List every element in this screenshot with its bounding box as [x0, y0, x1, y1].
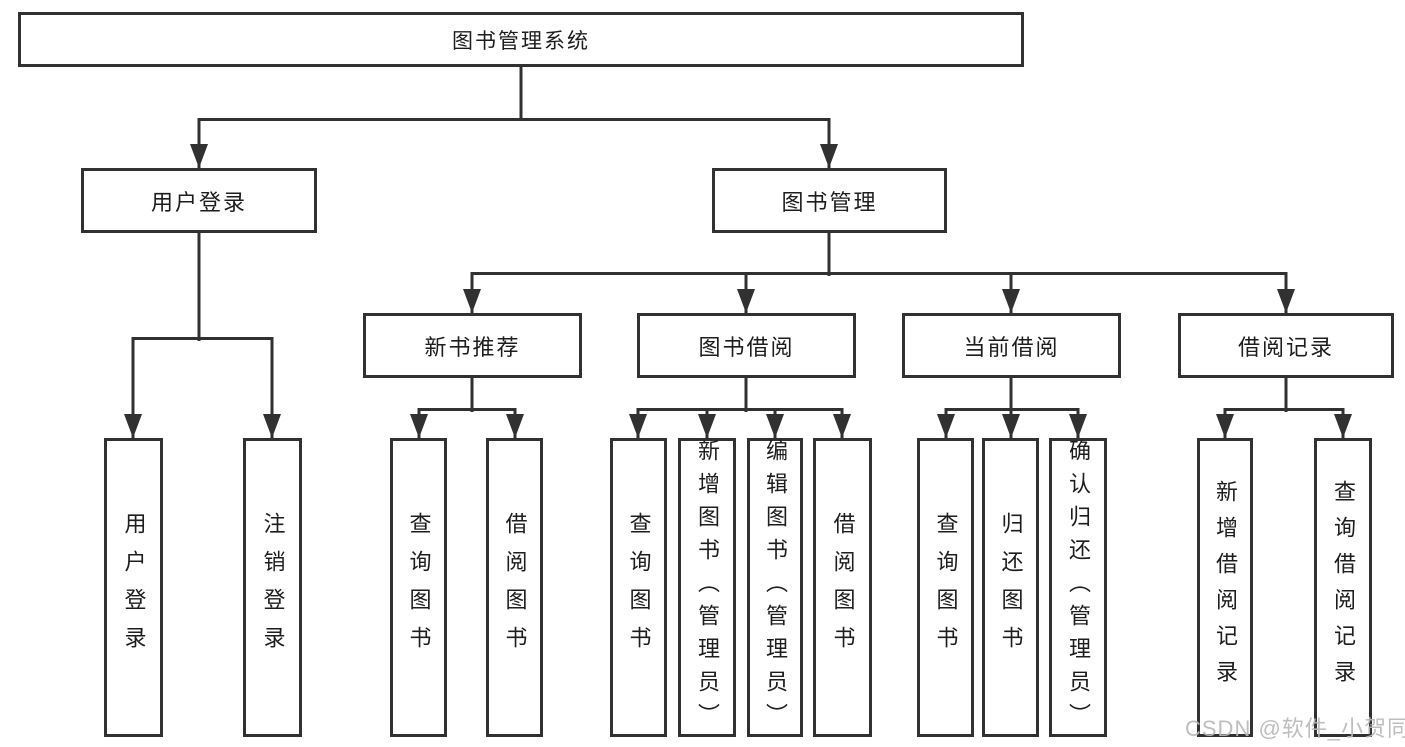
arrow-down-icon: [698, 414, 716, 438]
leaf-edit-books-admin: 编辑图书（管理员）: [747, 438, 803, 737]
node-label: 用户登录: [121, 511, 147, 664]
leaf-add-borrow-record: 新增借阅记录: [1197, 438, 1253, 737]
node-label: 确认归还（管理员）: [1066, 439, 1091, 736]
arrow-down-icon: [463, 289, 481, 313]
arrow-down-icon: [506, 414, 524, 438]
node-label: 图书管理系统: [452, 29, 590, 53]
node-new-book-recommend: 新书推荐: [363, 313, 582, 378]
node-label: 编辑图书（管理员）: [763, 439, 788, 736]
node-label: 新书推荐: [424, 334, 521, 360]
node-borrowing-records: 借阅记录: [1178, 313, 1394, 378]
node-library-management-system: 图书管理系统: [18, 12, 1024, 67]
arrow-down-icon: [1277, 289, 1295, 313]
arrow-down-icon: [766, 414, 784, 438]
leaf-borrow-books: 借阅图书: [813, 438, 872, 737]
node-label: 图书管理: [781, 189, 878, 215]
leaf-borrow-books-recommend: 借阅图书: [486, 438, 543, 737]
node-label: 新增借阅记录: [1213, 479, 1238, 696]
leaf-add-books-admin: 新增图书（管理员）: [678, 438, 736, 737]
node-label: 借阅记录: [1237, 334, 1334, 360]
arrow-down-icon: [1002, 289, 1020, 313]
arrow-down-icon: [263, 414, 281, 438]
arrow-down-icon: [1069, 414, 1087, 438]
arrow-down-icon: [1334, 414, 1352, 438]
node-label: 用户登录: [150, 189, 247, 215]
leaf-logout: 注销登录: [243, 438, 302, 737]
arrow-down-icon: [1002, 414, 1020, 438]
watermark: CSDN @软件_小贺同学: [1185, 716, 1405, 741]
arrow-down-icon: [629, 414, 647, 438]
node-label: 借阅图书: [502, 511, 528, 664]
node-label: 新增图书（管理员）: [695, 439, 720, 736]
leaf-confirm-return-admin: 确认归还（管理员）: [1049, 438, 1107, 737]
node-current-borrowing: 当前借阅: [902, 313, 1121, 378]
arrow-down-icon: [410, 414, 428, 438]
arrow-down-icon: [124, 414, 142, 438]
node-label: 借阅图书: [830, 511, 856, 664]
arrow-down-icon: [737, 289, 755, 313]
leaf-return-books: 归还图书: [982, 438, 1039, 737]
leaf-query-borrow-record: 查询借阅记录: [1314, 438, 1372, 737]
node-label: 图书借阅: [698, 334, 795, 360]
arrow-down-icon: [190, 144, 208, 168]
arrow-down-icon: [937, 414, 955, 438]
leaf-query-books-borrowing: 查询图书: [610, 438, 667, 737]
arrow-down-icon: [833, 414, 851, 438]
node-label: 查询借阅记录: [1331, 479, 1356, 696]
arrow-down-icon: [1216, 414, 1234, 438]
node-user-login: 用户登录: [81, 168, 317, 233]
node-book-management: 图书管理: [712, 168, 947, 233]
node-label: 查询图书: [406, 511, 432, 664]
node-label: 当前借阅: [963, 334, 1060, 360]
leaf-query-books-current: 查询图书: [917, 438, 974, 737]
node-label: 注销登录: [260, 511, 286, 664]
node-label: 归还图书: [998, 511, 1024, 664]
arrow-down-icon: [820, 144, 838, 168]
leaf-query-books-recommend: 查询图书: [390, 438, 447, 737]
arrowheads: [124, 144, 1352, 438]
leaf-user-login: 用户登录: [104, 438, 163, 737]
node-label: 查询图书: [626, 511, 652, 664]
node-label: 查询图书: [933, 511, 959, 664]
node-book-borrowing: 图书借阅: [637, 313, 856, 378]
